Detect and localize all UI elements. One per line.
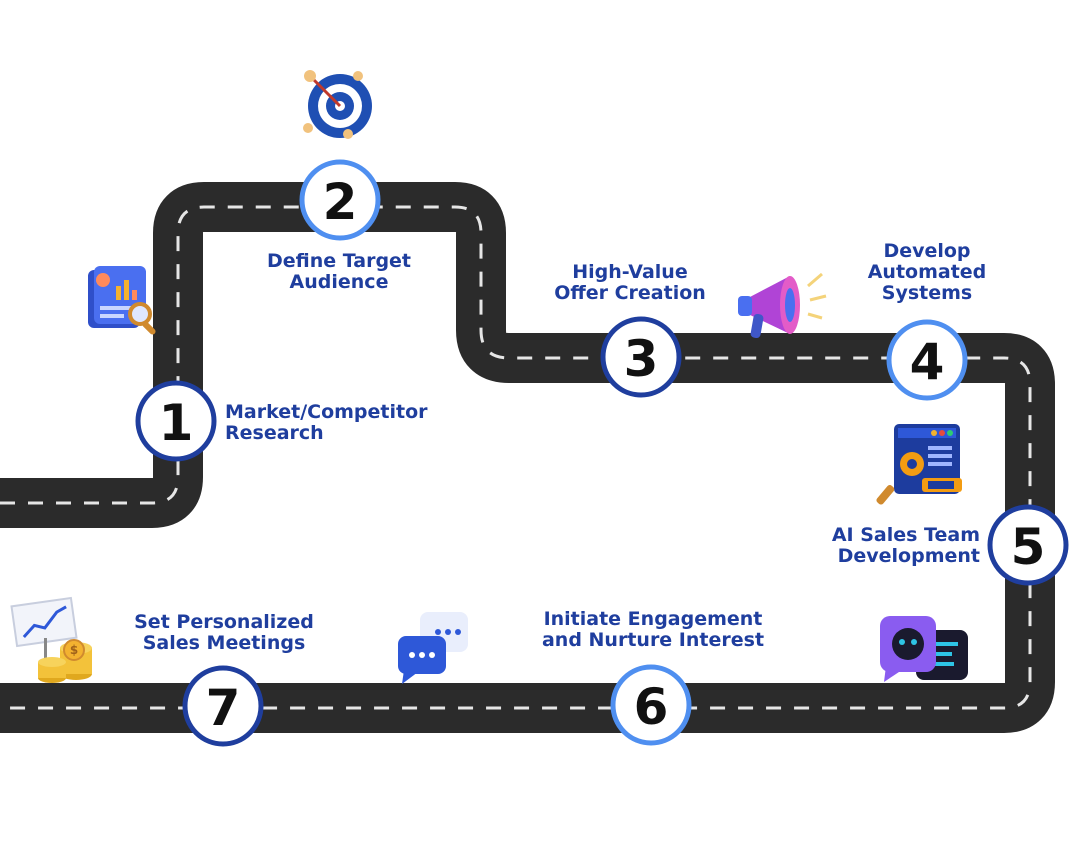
target-icon (303, 70, 372, 139)
step-number-4: 4 (910, 333, 945, 391)
step-marker-2: 2 (299, 159, 381, 241)
step-number-7: 7 (206, 679, 241, 737)
step-marker-6: 6 (610, 664, 692, 746)
chat-bubbles-icon (398, 612, 468, 684)
step-marker-3: 3 (600, 316, 682, 398)
step-label-6: Initiate Engagement and Nurture Interest (541, 608, 765, 651)
step-label-7: Set Personalized Sales Meetings (134, 611, 314, 654)
step-number-1: 1 (159, 394, 194, 452)
step-label-4: Develop Automated Systems (867, 240, 987, 304)
step-marker-1: 1 (135, 380, 217, 462)
step-label-5: AI Sales Team Development (831, 524, 980, 567)
step-label-1: Market/Competitor Research (225, 401, 428, 444)
process-automation-icon (876, 424, 962, 505)
megaphone-icon (738, 272, 827, 339)
step-marker-7: 7 (182, 665, 264, 747)
step-number-3: 3 (624, 330, 659, 388)
step-marker-4: 4 (886, 319, 968, 401)
analytics-report-icon (88, 266, 156, 335)
step-label-2: Define Target Audience (266, 250, 412, 293)
step-number-6: 6 (634, 678, 669, 736)
ai-chatbot-icon (880, 616, 968, 682)
coins-growth-icon: $ (10, 596, 92, 683)
step-marker-5: 5 (987, 504, 1069, 586)
svg-text:$: $ (70, 643, 78, 657)
step-number-5: 5 (1011, 518, 1046, 576)
step-number-2: 2 (323, 173, 358, 231)
step-label-3: High-Value Offer Creation (554, 261, 706, 304)
